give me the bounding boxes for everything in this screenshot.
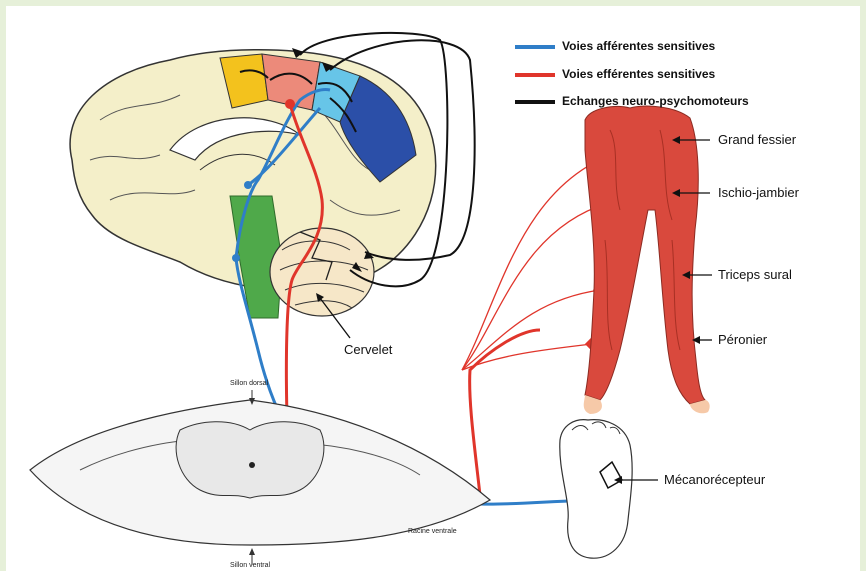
legend-item-afferent: Voies afférentes sensitives <box>562 39 715 53</box>
label-racine-ventrale: Racine ventrale <box>408 528 457 535</box>
label-grand-fessier: Grand fessier <box>718 132 796 147</box>
brain-illustration <box>70 50 436 318</box>
legend-item-efferent: Voies efférentes sensitives <box>562 67 715 81</box>
legs-illustration <box>584 106 710 414</box>
label-mecanorecepteur: Mécanorécepteur <box>664 472 765 487</box>
foot-sole-illustration <box>560 420 632 559</box>
label-peronier: Péronier <box>718 332 767 347</box>
label-sillon-dorsal: Sillon dorsal <box>230 380 268 387</box>
label-triceps-sural: Triceps sural <box>718 267 792 282</box>
cerebellum <box>270 228 374 316</box>
label-cervelet: Cervelet <box>344 342 392 357</box>
label-ischio-jambier: Ischio-jambier <box>718 185 799 200</box>
legend-item-exchange: Echanges neuro-psychomoteurs <box>562 94 749 108</box>
label-sillon-ventral: Sillon ventral <box>230 562 270 569</box>
spinal-cord-section <box>30 390 490 565</box>
legend-swatches <box>515 45 555 104</box>
